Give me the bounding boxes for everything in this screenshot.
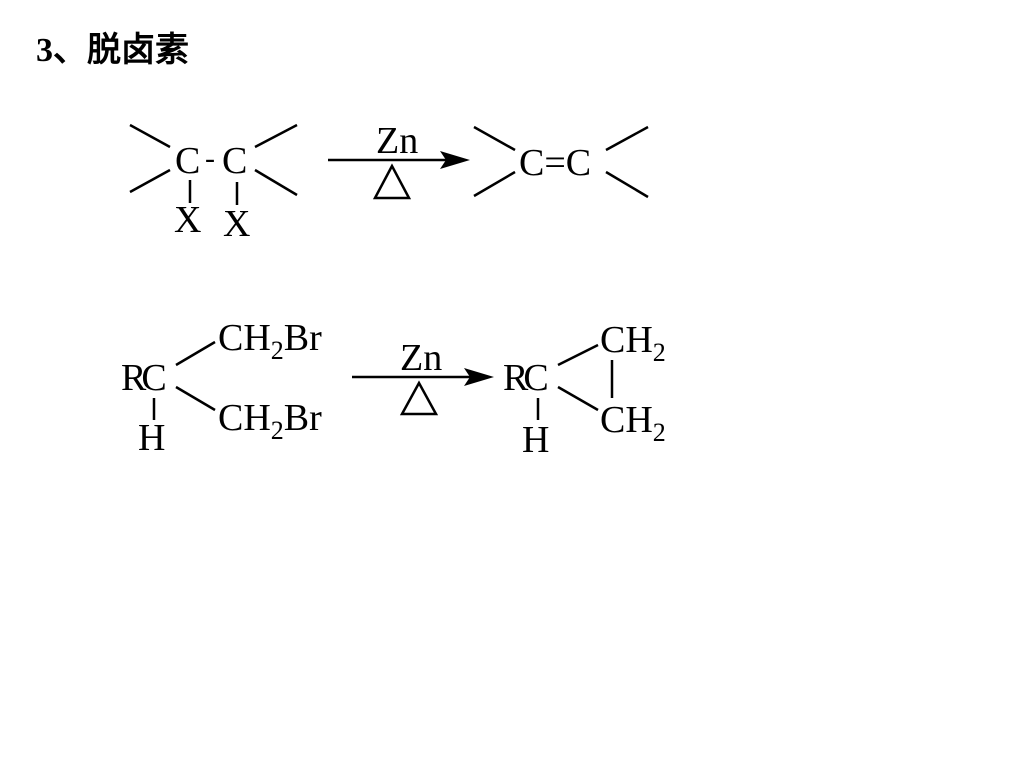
alkene-product: C=C	[473, 125, 649, 199]
bond-line	[254, 168, 298, 197]
bond-line	[129, 168, 171, 194]
ch2-top: CH2	[600, 319, 666, 367]
bond-line	[129, 123, 171, 149]
ch2br-bottom: CH2Br	[218, 397, 322, 445]
single-bond-dash: -	[205, 142, 215, 175]
reaction-arrow-2: Zn	[352, 337, 494, 416]
bond-line	[473, 170, 516, 198]
rc-group: RC	[121, 357, 165, 399]
reaction-arrow-1: Zn	[328, 120, 470, 200]
hydrogen-atom: H	[522, 419, 549, 461]
reaction-1: C - C X X Zn C=C	[129, 120, 649, 245]
halogen-x-2: X	[223, 203, 250, 245]
carbon-atom-1: C	[175, 140, 200, 182]
slide-title: 3、脱卤素	[36, 32, 189, 69]
ch2-bottom: CH2	[600, 399, 666, 447]
bond-line	[557, 343, 599, 367]
alkene-label: C=C	[519, 142, 591, 184]
cyclopropane-product: RC H CH2 CH2	[503, 319, 666, 461]
arrow-head-icon	[464, 368, 494, 386]
triangle-heat-icon	[399, 380, 439, 416]
dihalide-reactant: C - C X X	[129, 123, 298, 245]
dibromide-reactant: RC H CH2Br CH2Br	[121, 317, 322, 459]
reagent-zn: Zn	[376, 120, 418, 162]
bond-line	[605, 125, 649, 152]
bond-line	[254, 123, 298, 149]
bond-line	[557, 385, 599, 412]
bond-line	[473, 125, 516, 152]
rc-group: RC	[503, 357, 547, 399]
bond-line	[605, 170, 649, 199]
bond-line	[175, 385, 216, 412]
bond-line	[175, 340, 216, 367]
reagent-zn: Zn	[400, 337, 442, 379]
reaction-2: RC H CH2Br CH2Br Zn RC H CH2 CH2	[121, 317, 666, 461]
halogen-x-1: X	[174, 199, 201, 241]
ch2br-top: CH2Br	[218, 317, 322, 365]
triangle-heat-icon	[372, 163, 412, 200]
arrow-head-icon	[440, 151, 470, 169]
carbon-atom-2: C	[222, 140, 247, 182]
hydrogen-atom: H	[138, 417, 165, 459]
